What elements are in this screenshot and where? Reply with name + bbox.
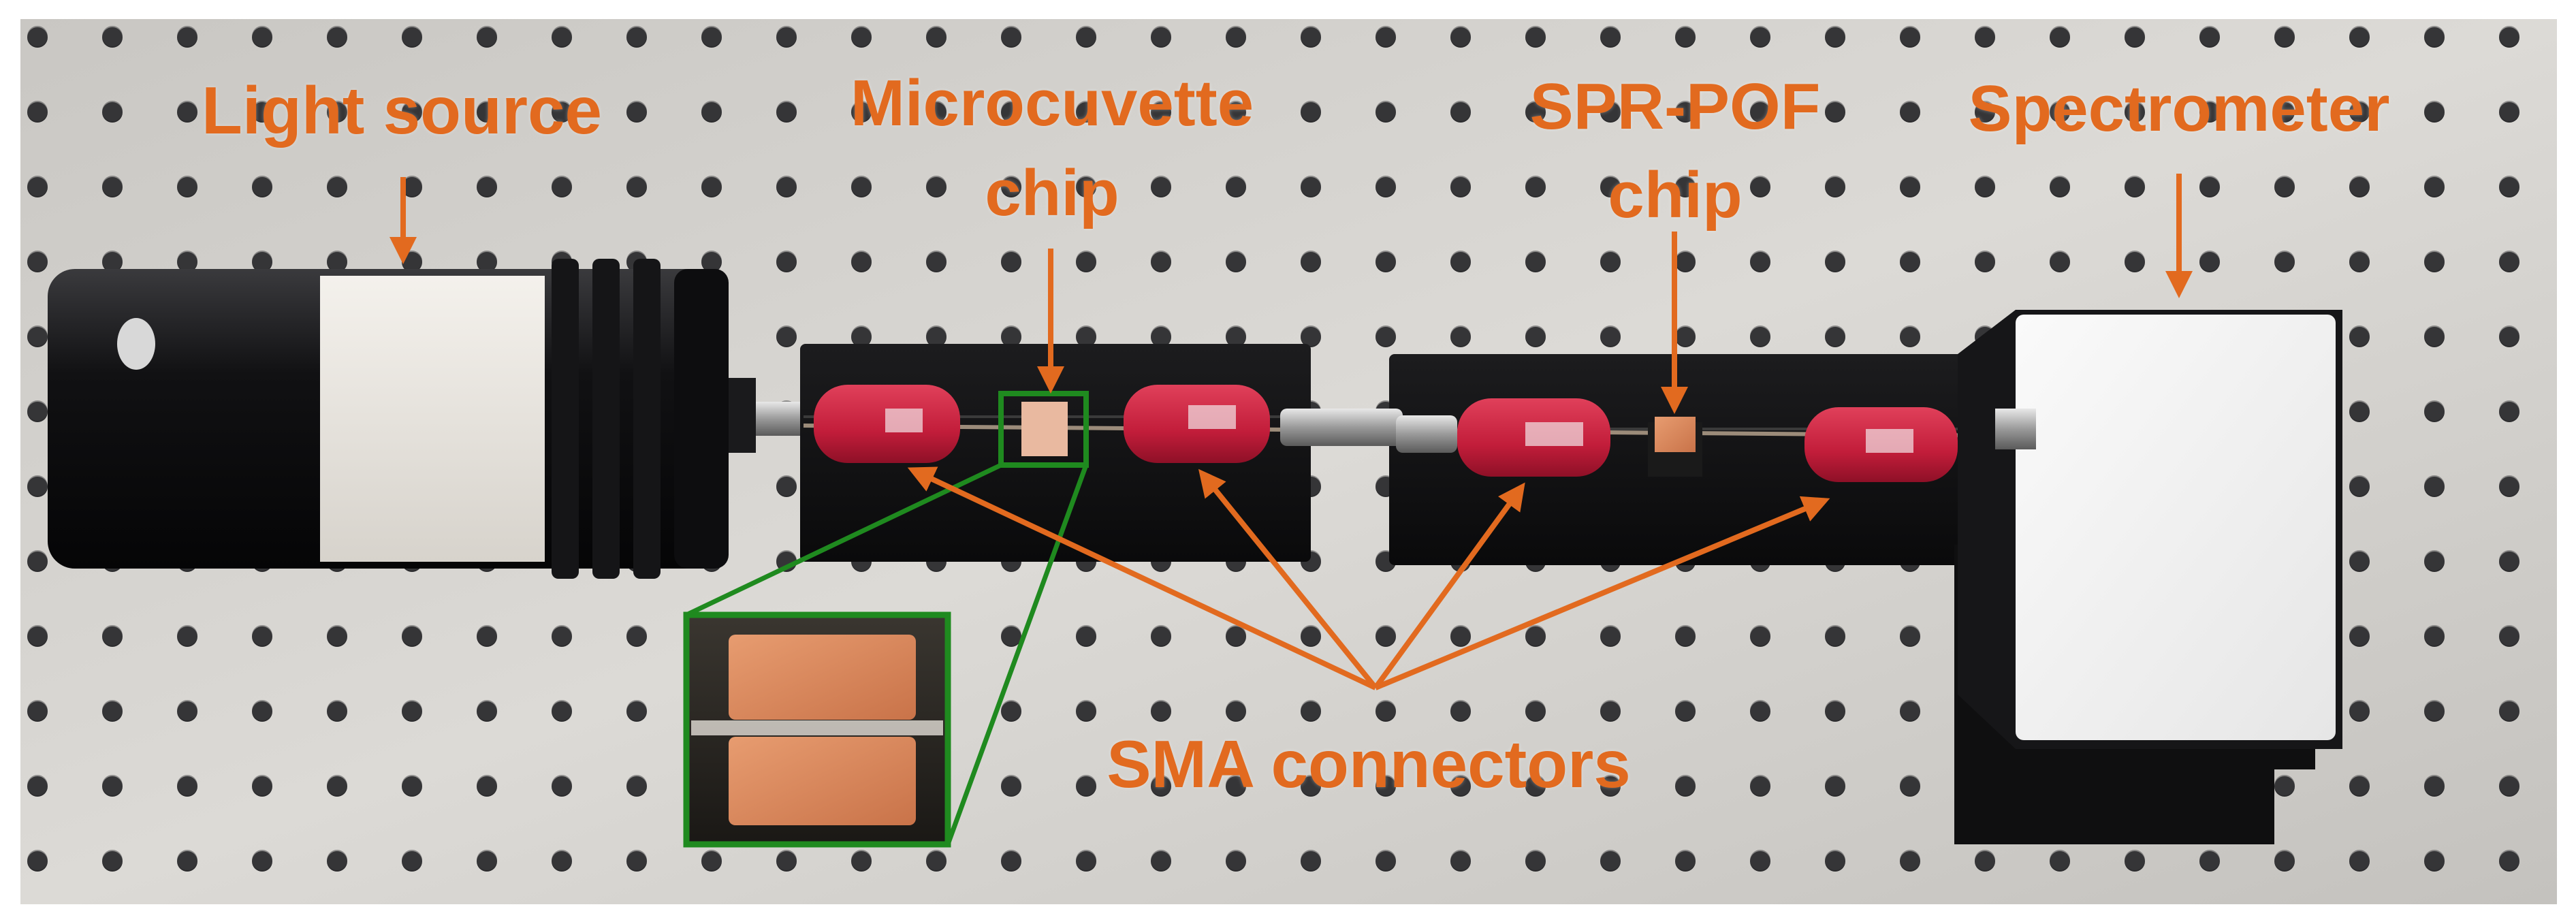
sma-arrow-3	[1373, 482, 1525, 690]
spectrometer-device	[1954, 310, 2342, 844]
annotation-arrows	[389, 174, 2193, 690]
spr-pof-chip	[1648, 417, 1702, 477]
light-source-label: Light source	[201, 73, 603, 148]
microcuvette-chip	[998, 391, 1089, 468]
spr-pof-label-line1: SPR-POF	[1529, 70, 1821, 143]
light-source-device	[48, 259, 804, 579]
microcuvette-label-line1: Microcuvette	[850, 67, 1254, 140]
sma-arrow-1	[907, 466, 1377, 690]
sma-coupler	[1280, 409, 1403, 446]
sma-arrow-4	[1374, 496, 1830, 690]
sma-connector-3	[1457, 398, 1610, 477]
spr-pof-label-line2: chip	[1608, 159, 1743, 232]
sma-arrow-2	[1198, 468, 1378, 690]
sma-connector-4	[1804, 407, 1958, 482]
chip-zoom-inset	[683, 462, 1089, 848]
sma-connectors-label: SMA connectors	[1107, 727, 1631, 801]
sma-coupler-2	[1396, 415, 1457, 453]
sma-connector-2	[1124, 385, 1270, 463]
microcuvette-label-line2: chip	[985, 157, 1119, 229]
sma-connector-1	[814, 385, 960, 463]
spectrometer-label: Spectrometer	[1968, 72, 2390, 145]
